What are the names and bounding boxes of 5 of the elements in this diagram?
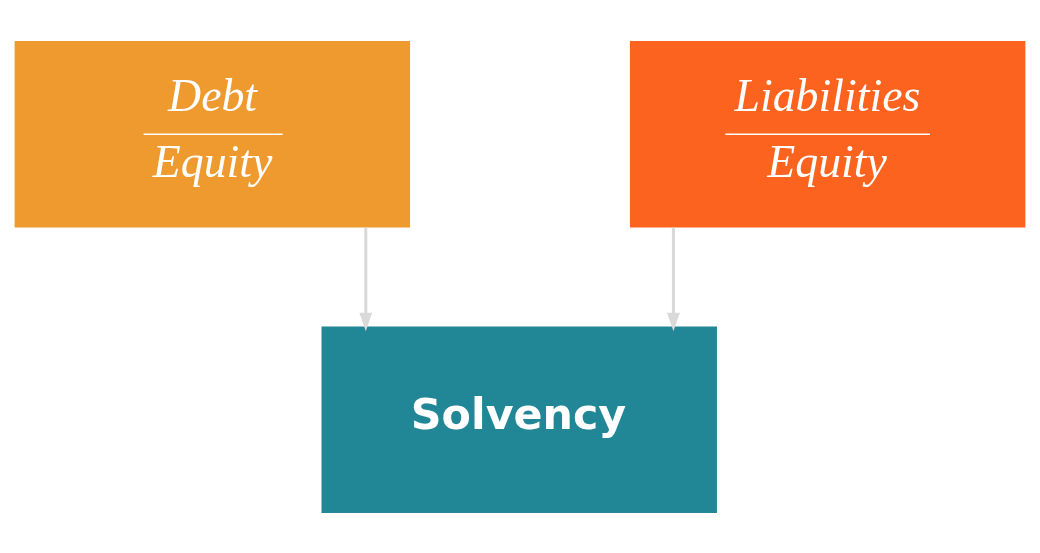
- node-box: Debt Equity: [14, 40, 411, 227]
- node-box: Solvency: [321, 326, 717, 513]
- arrow: [359, 227, 373, 331]
- arrow: [667, 227, 680, 331]
- node-box: Liabilities Equity: [629, 40, 1026, 227]
